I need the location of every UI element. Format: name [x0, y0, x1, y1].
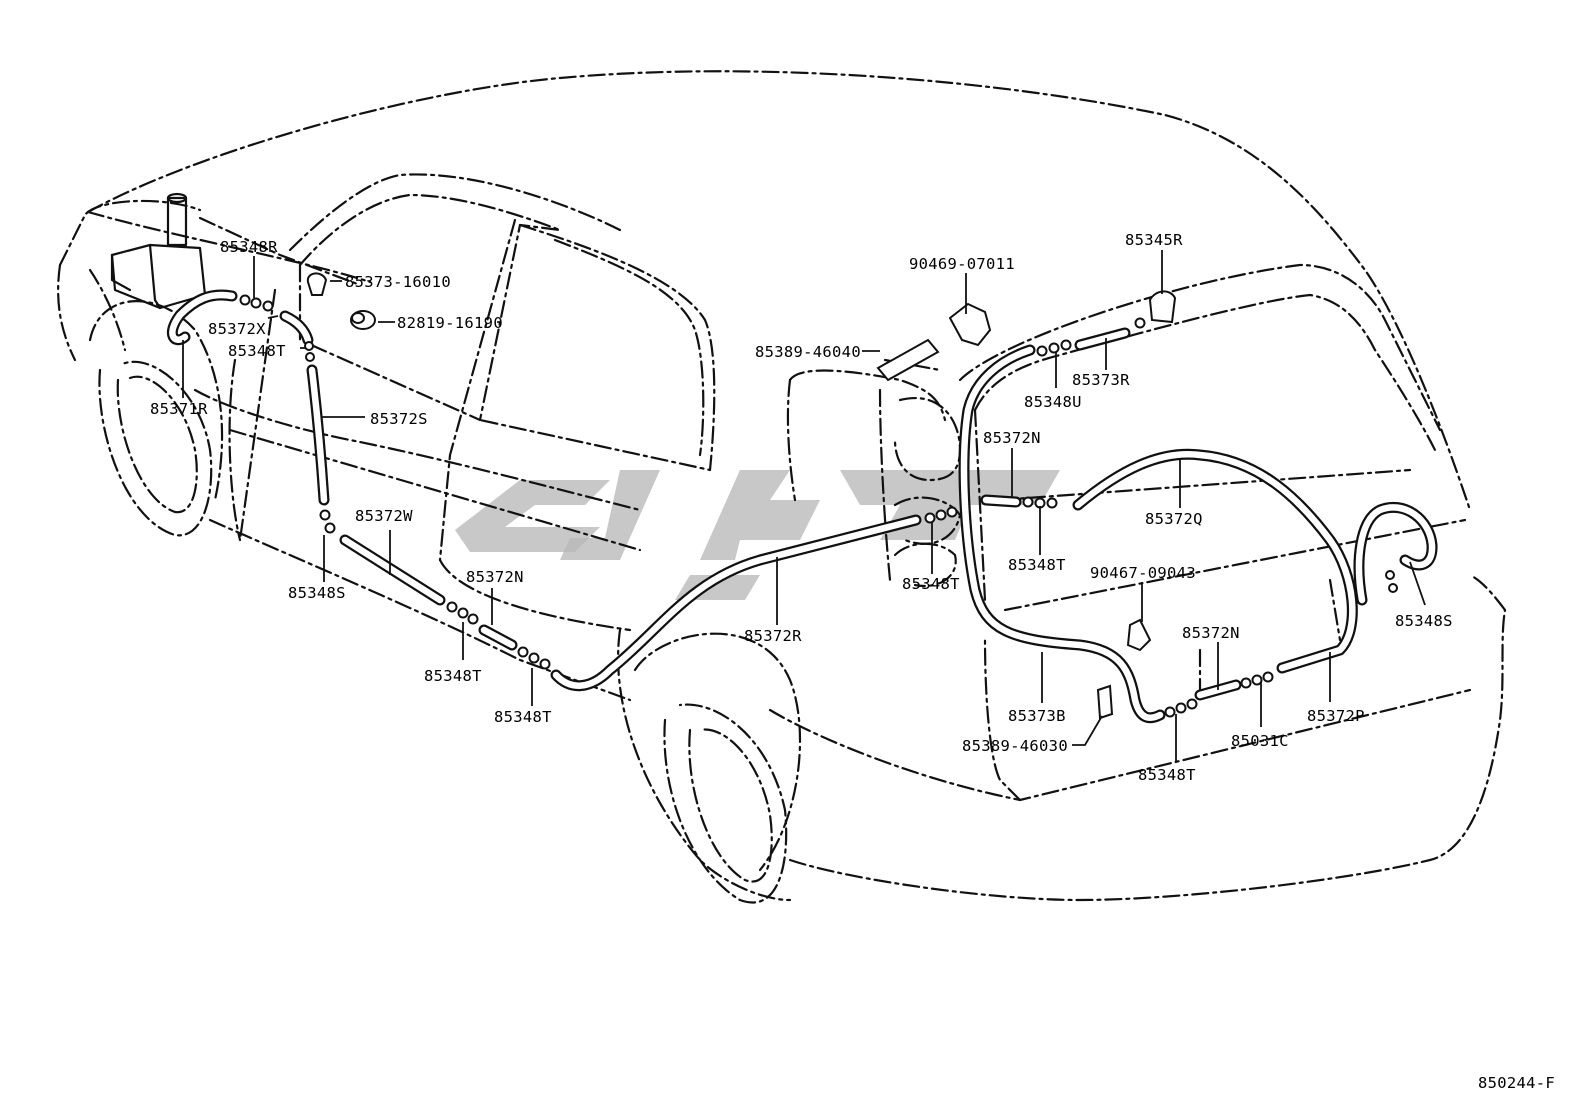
label-85389-46040: 85389-46040 — [755, 343, 861, 361]
hose-front — [166, 289, 922, 692]
label-85348S-rear: 85348S — [1395, 612, 1453, 630]
label-85031C: 85031C — [1231, 732, 1289, 750]
label-85373-16010: 85373-16010 — [345, 273, 451, 291]
misc-parts — [306, 272, 1177, 720]
washer-tank — [110, 192, 207, 310]
diagram-code: 850244-F — [1478, 1074, 1555, 1092]
label-82819-16190: 82819-16190 — [397, 314, 503, 332]
label-85372Q: 85372Q — [1145, 510, 1203, 528]
leader-lines — [182, 250, 1426, 762]
vehicle-outline — [57, 70, 1507, 904]
label-85389-46030: 85389-46030 — [962, 737, 1068, 755]
label-90467-09043: 90467-09043 — [1090, 564, 1196, 582]
label-90469-07011: 90469-07011 — [909, 255, 1015, 273]
part-labels: 85348R 85373-16010 82819-16190 85372X 85… — [150, 231, 1555, 1092]
label-85348T-front-upper: 85348T — [228, 342, 286, 360]
label-85372R: 85372R — [744, 627, 802, 645]
label-85348T-side-2: 85348T — [494, 708, 552, 726]
label-85348T-center: 85348T — [902, 575, 960, 593]
label-85372W: 85372W — [355, 507, 413, 525]
label-85371R: 85371R — [150, 400, 208, 418]
label-85373B: 85373B — [1008, 707, 1066, 725]
label-85348R: 85348R — [220, 238, 278, 256]
label-85372P: 85372P — [1307, 707, 1365, 725]
label-85372X: 85372X — [208, 320, 266, 338]
label-85372S: 85372S — [370, 410, 428, 428]
label-85372N-rear-lower: 85372N — [1182, 624, 1240, 642]
label-85348T-rear-upper: 85348T — [1008, 556, 1066, 574]
label-85372N-front: 85372N — [466, 568, 524, 586]
connectors — [239, 294, 1398, 718]
label-85373R: 85373R — [1072, 371, 1130, 389]
label-85348T-side-1: 85348T — [424, 667, 482, 685]
label-85348S-front: 85348S — [288, 584, 346, 602]
label-85372N-rear-upper: 85372N — [983, 429, 1041, 447]
hose-rear — [958, 327, 1438, 724]
label-85348U: 85348U — [1024, 393, 1082, 411]
label-85348T-rear-lower: 85348T — [1138, 766, 1196, 784]
label-85345R: 85345R — [1125, 231, 1183, 249]
